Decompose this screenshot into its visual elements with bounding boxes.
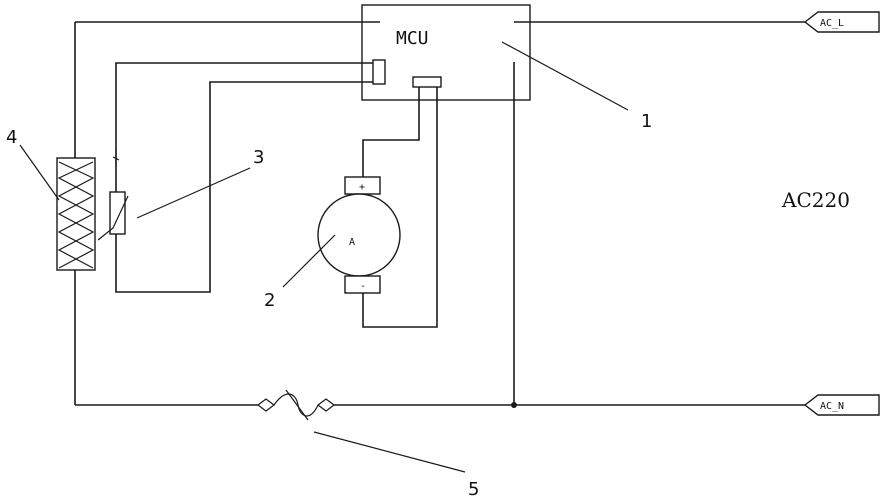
motor-letter: A	[349, 237, 355, 248]
leader-5	[313, 431, 466, 473]
motor-plus-sign: +	[359, 182, 365, 193]
sensor-connector	[372, 59, 386, 85]
supply-label: AC220	[781, 188, 850, 212]
ac-neutral-label: AC_N	[820, 401, 844, 412]
thermistor-arrow-tick	[112, 156, 120, 161]
callout-4: 4	[6, 127, 17, 148]
thermistor	[109, 191, 126, 235]
callout-2: 2	[264, 290, 275, 311]
wire-sensor-top	[115, 62, 373, 205]
leader-1	[501, 41, 629, 111]
mcu-block	[361, 4, 531, 101]
motor-minus-sign: -	[360, 281, 366, 292]
junction-dot	[511, 402, 517, 408]
callout-3: 3	[253, 147, 264, 168]
callout-1: 1	[641, 111, 652, 132]
leader-4	[19, 144, 60, 201]
wire-motor-return	[362, 87, 438, 328]
wire-motor-plus	[362, 87, 420, 178]
thermistor-slash	[97, 195, 129, 241]
ac-neutral-terminal	[803, 394, 880, 416]
leader-3	[136, 167, 251, 219]
thermal-fuse	[257, 389, 335, 421]
heater-zigzag-a	[57, 161, 95, 269]
heater-element	[56, 157, 96, 271]
motor-connector	[412, 76, 442, 88]
motor	[317, 193, 401, 277]
mcu-label: MCU	[396, 28, 429, 49]
callout-5: 5	[468, 479, 479, 500]
leader-2	[282, 234, 336, 288]
wire-sensor-return	[115, 81, 373, 293]
ac-live-label: AC_L	[820, 18, 844, 29]
ac-live-terminal	[803, 11, 880, 33]
heater-zigzag-b	[57, 161, 95, 269]
